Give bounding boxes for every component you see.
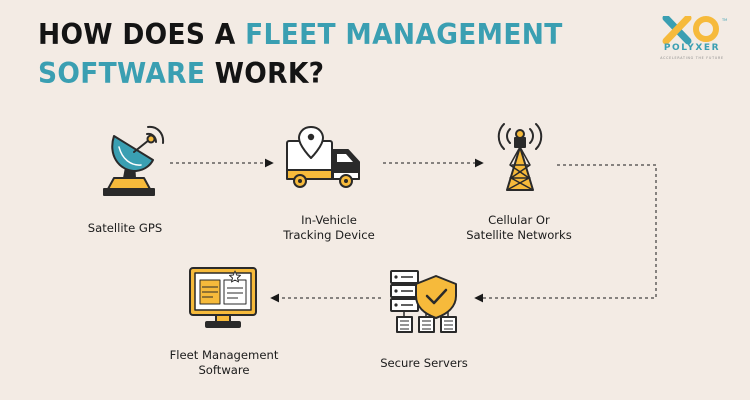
title-part-1: HOW DOES A: [38, 18, 246, 52]
secure-server-icon: [390, 270, 457, 333]
title-accent-2: SOFTWARE: [38, 57, 206, 91]
arrow-network-to-servers: [474, 164, 657, 303]
logo-trademark: TM: [721, 18, 727, 22]
delivery-truck-icon: [286, 126, 360, 188]
page-title: HOW DOES A FLEET MANAGEMENT SOFTWARE WORK…: [38, 16, 563, 94]
title-part-2: WORK?: [205, 57, 325, 91]
cell-tower-icon: [497, 123, 543, 191]
step-label-secure-servers: Secure Servers: [380, 356, 468, 370]
step-label-satellite-gps: Satellite GPS: [87, 221, 163, 235]
logo-tagline: ACCELERATING THE FUTURE: [660, 56, 724, 60]
title-accent-1: FLEET MANAGEMENT: [245, 18, 563, 52]
monitor-dashboard-icon: [189, 267, 257, 328]
satellite-dish-icon: [103, 125, 165, 196]
polyxer-logo-icon: TM: [662, 16, 727, 45]
logo-name: POLYXER: [663, 43, 721, 53]
